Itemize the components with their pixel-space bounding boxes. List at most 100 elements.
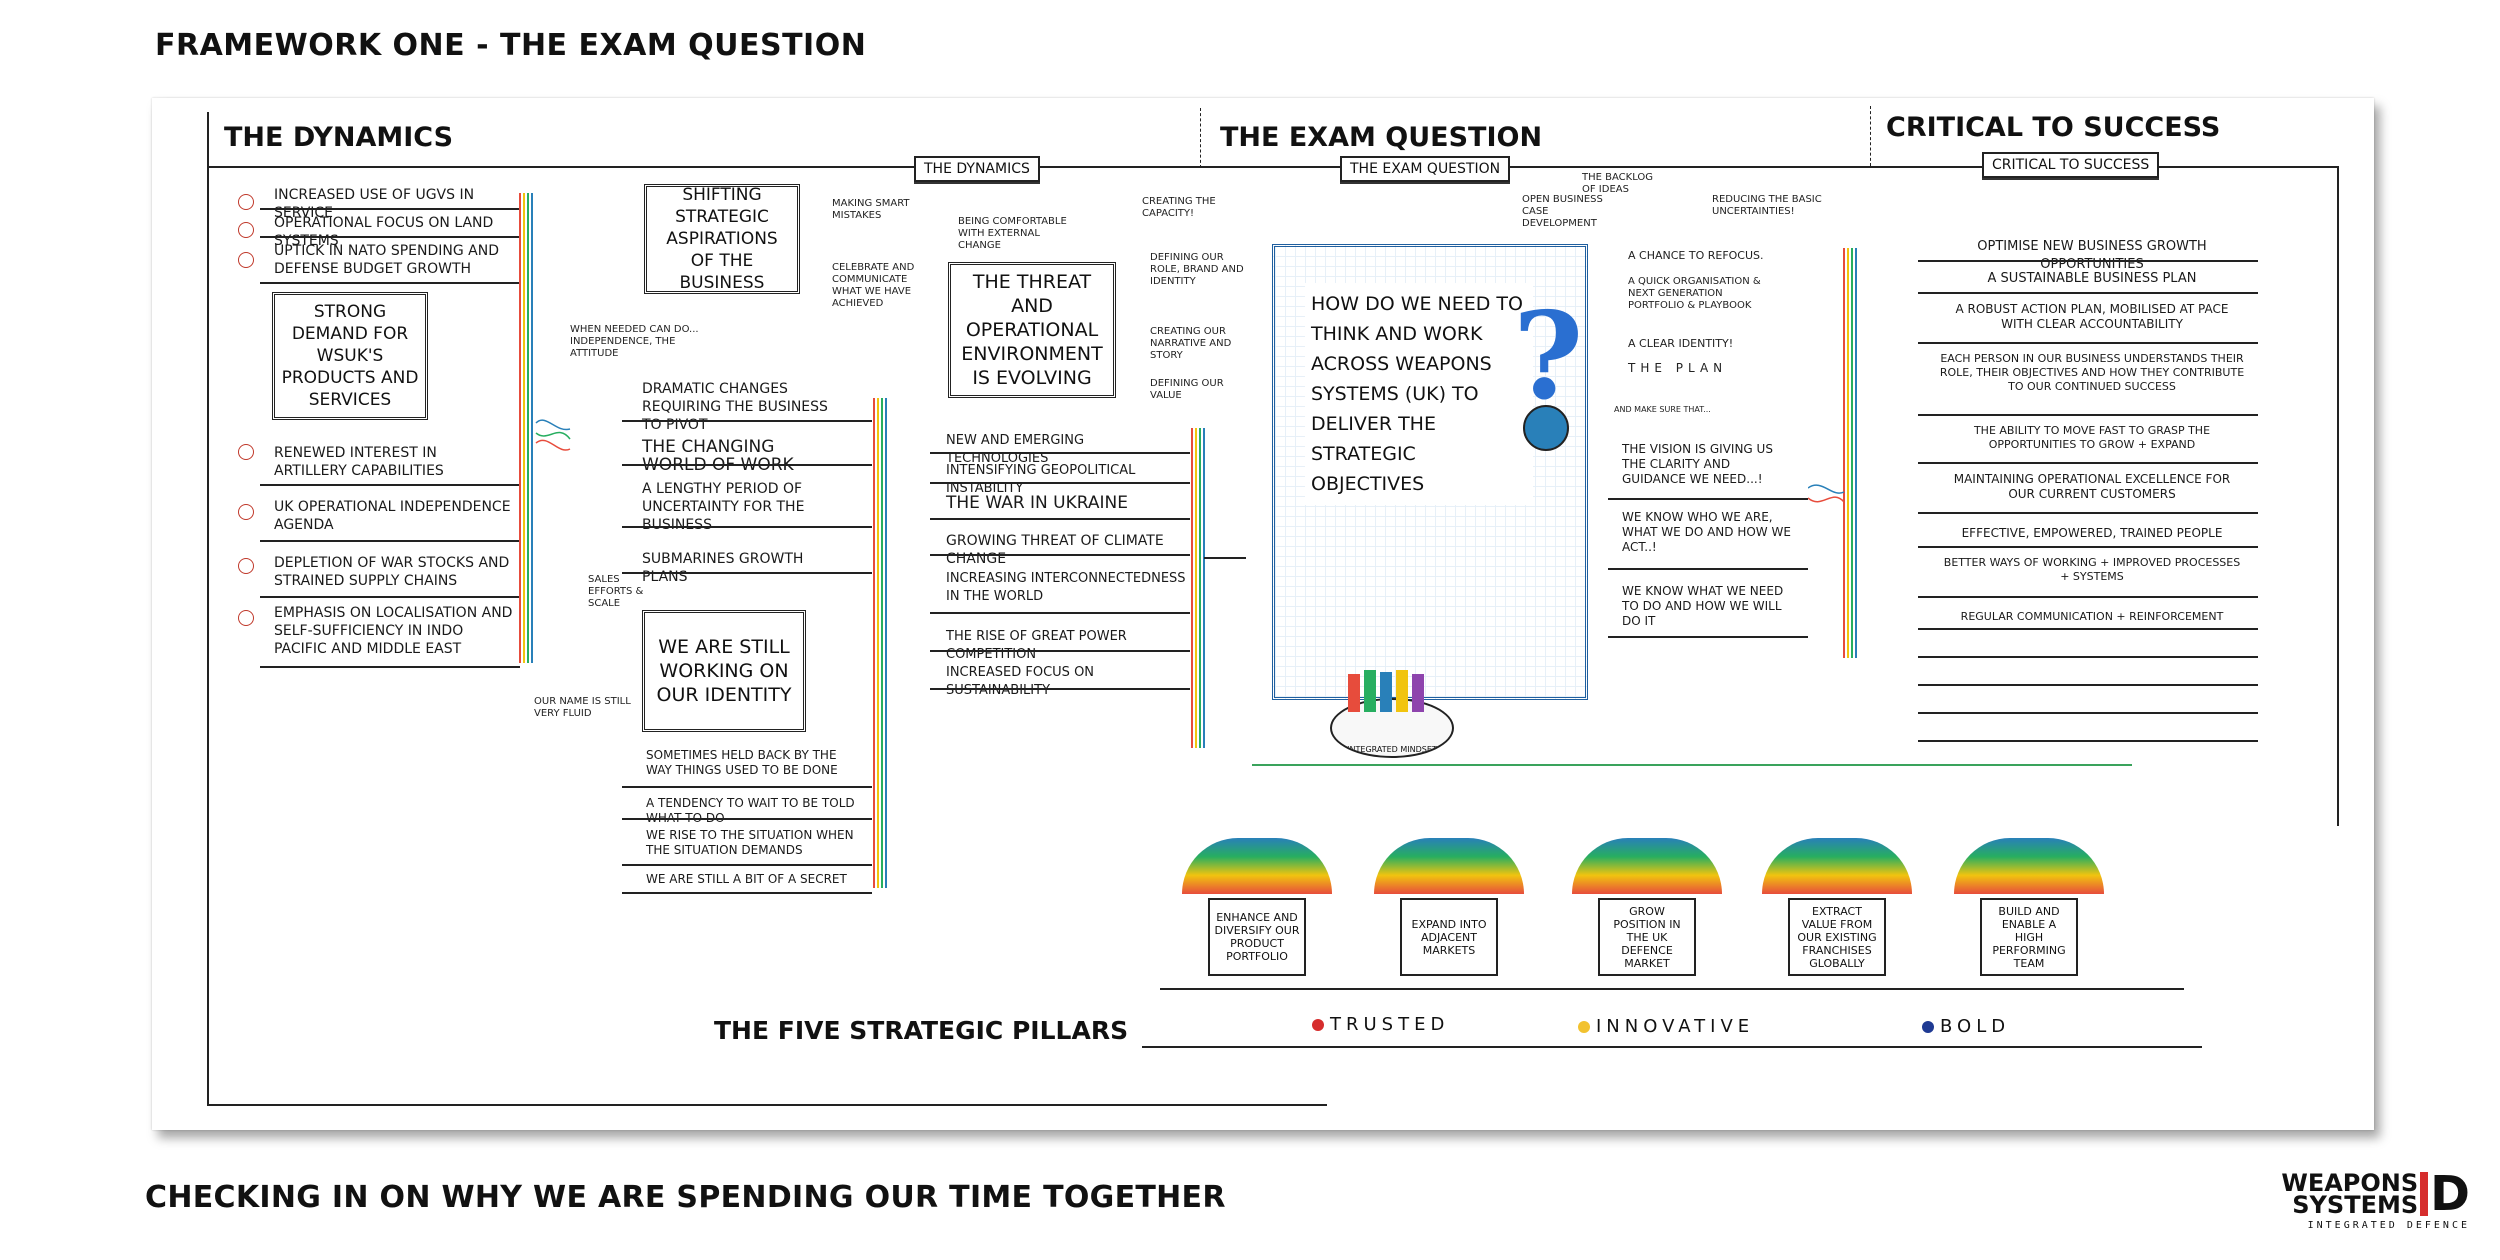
underline — [930, 452, 1190, 454]
underline — [260, 484, 520, 486]
critical-item: Optimise new business growth opportuniti… — [1977, 239, 2207, 272]
note-when-needed: When needed can do... independence, the … — [570, 324, 699, 359]
divider-critical — [1870, 106, 1873, 166]
platform-line — [1160, 988, 2184, 990]
frame-top-line — [207, 166, 2337, 168]
note-mistakes: Making smart mistakes — [832, 198, 910, 221]
underline — [622, 892, 872, 894]
underline — [1918, 292, 2258, 294]
yellow-dot-icon — [1578, 1021, 1590, 1033]
connector-bundle-left — [519, 193, 571, 663]
dynamics-right-item: New and emerging technologies — [946, 433, 1085, 466]
box-shifting-aspirations: Shifting strategic aspirations of the bu… — [644, 184, 800, 294]
underline — [1918, 342, 2258, 344]
underline — [1608, 498, 1808, 500]
underline — [622, 818, 872, 820]
underline — [622, 420, 872, 422]
underline — [1918, 462, 2258, 464]
note-refocus: A chance to refocus. — [1628, 249, 1764, 262]
frame-bottom-line — [207, 1104, 1327, 1106]
connector-bundle-right — [1191, 428, 1246, 748]
underline — [1918, 596, 2258, 598]
dynamics-right-item: Growing threat of climate change — [946, 533, 1164, 567]
underline — [1608, 636, 1808, 638]
pillar-box: Extract value from our existing franchis… — [1788, 898, 1886, 976]
dynamics-middle-item: The changing world of work — [642, 437, 794, 475]
dynamics-right-item: Increasing interconnectedness in the wor… — [946, 571, 1186, 604]
logo-accent-bar — [2420, 1172, 2429, 1216]
critical-item: A sustainable business plan — [1987, 271, 2197, 286]
underline — [930, 688, 1190, 690]
exam-right-item: The vision is giving us the clarity and … — [1622, 442, 1773, 486]
underline — [260, 540, 520, 542]
underline — [930, 612, 1190, 614]
globe-icon — [1523, 405, 1569, 451]
section-pillars: THE FIVE STRATEGIC PILLARS — [714, 1016, 1129, 1045]
page-title: FRAMEWORK ONE - THE EXAM QUESTION — [155, 28, 867, 63]
note-capacity: Creating the capacity! — [1142, 196, 1216, 219]
critical-item: A robust action plan, mobilised at pace … — [1955, 302, 2229, 331]
pillar-box: Enhance and diversify our product portfo… — [1208, 898, 1306, 976]
value-innovative: INNOVATIVE — [1578, 1016, 1754, 1037]
underline — [1918, 260, 2258, 262]
note-name-fluid: Our name is still very fluid — [534, 696, 631, 719]
note-make-sure: And make sure that... — [1614, 405, 1711, 414]
critical-item: Regular communication + reinforcement — [1960, 610, 2224, 623]
dynamics-item: UK operational independence agenda — [274, 499, 511, 533]
note-plan: The plan — [1628, 361, 1728, 375]
underline — [1918, 512, 2258, 514]
empty-line — [1918, 684, 2258, 686]
underline — [1918, 414, 2258, 416]
dynamics-right-item: Increased focus on sustainability — [946, 665, 1095, 698]
underline — [622, 464, 872, 466]
pillar-box: Build and enable a high performing team — [1980, 898, 2078, 976]
underline — [1918, 546, 2258, 548]
note-narrative: Creating our narrative and story — [1150, 326, 1232, 361]
blue-dot-icon — [1922, 1021, 1934, 1033]
critical-item: Each person in our business understands … — [1939, 352, 2245, 393]
dynamics-right-item: Intensifying geopolitical instability — [946, 463, 1136, 496]
box-threat: The threat and operational environment i… — [948, 262, 1116, 398]
dynamics-lower-item: We rise to the situation when the situat… — [646, 828, 854, 857]
note-defining: Defining our role, brand and identity — [1150, 252, 1244, 287]
section-exam-question: THE EXAM QUESTION — [1220, 122, 1543, 153]
item-marker — [238, 558, 254, 574]
dynamics-right-item: The rise of great power competition — [946, 629, 1127, 662]
section-critical: CRITICAL TO SUCCESS — [1886, 112, 2221, 143]
frame-left-line — [207, 112, 209, 1104]
footer-title: CHECKING IN ON WHY WE ARE SPENDING OUR T… — [145, 1180, 1226, 1215]
underline — [260, 596, 520, 598]
underline — [622, 786, 872, 788]
pillar-arc — [1374, 838, 1524, 894]
underline — [1608, 568, 1808, 570]
platform-line — [1142, 1046, 2202, 1048]
frame-right-line — [2337, 166, 2339, 826]
pillar-box: Expand into adjacent markets — [1400, 898, 1498, 976]
dynamics-item: Emphasis on localisation and self-suffic… — [274, 605, 513, 657]
tag-exam: THE EXAM QUESTION — [1340, 156, 1511, 182]
underline — [622, 526, 872, 528]
underline — [260, 236, 520, 238]
underline — [930, 482, 1190, 484]
pillar-arc — [1572, 838, 1722, 894]
underline — [930, 554, 1190, 556]
exam-right-item: We know what we need to do and how we wi… — [1622, 584, 1784, 628]
dynamics-right-item: The war in Ukraine — [946, 493, 1128, 513]
note-celebrate: Celebrate and communicate what we have a… — [832, 262, 915, 309]
item-marker — [238, 504, 254, 520]
item-marker — [238, 610, 254, 626]
red-dot-icon — [1312, 1019, 1324, 1031]
mindset-label: Integrated mindset — [1347, 745, 1437, 754]
note-backlog: The backlog of ideas — [1582, 172, 1654, 195]
dynamics-item: Renewed interest in artillery capabiliti… — [274, 445, 444, 479]
item-marker — [238, 444, 254, 460]
empty-line — [1918, 712, 2258, 714]
framework-board: THE DYNAMICS THE EXAM QUESTION CRITICAL … — [152, 98, 2374, 1130]
underline — [260, 282, 520, 284]
connector-bundle-critical — [1808, 248, 1857, 658]
exam-question-board: How do we need to think and work across … — [1272, 244, 1588, 700]
note-business-dev: Open business case development — [1522, 194, 1603, 229]
dynamics-item: Uptick in NATO spending and defense budg… — [274, 243, 499, 277]
underline — [260, 666, 520, 668]
underline — [622, 572, 872, 574]
